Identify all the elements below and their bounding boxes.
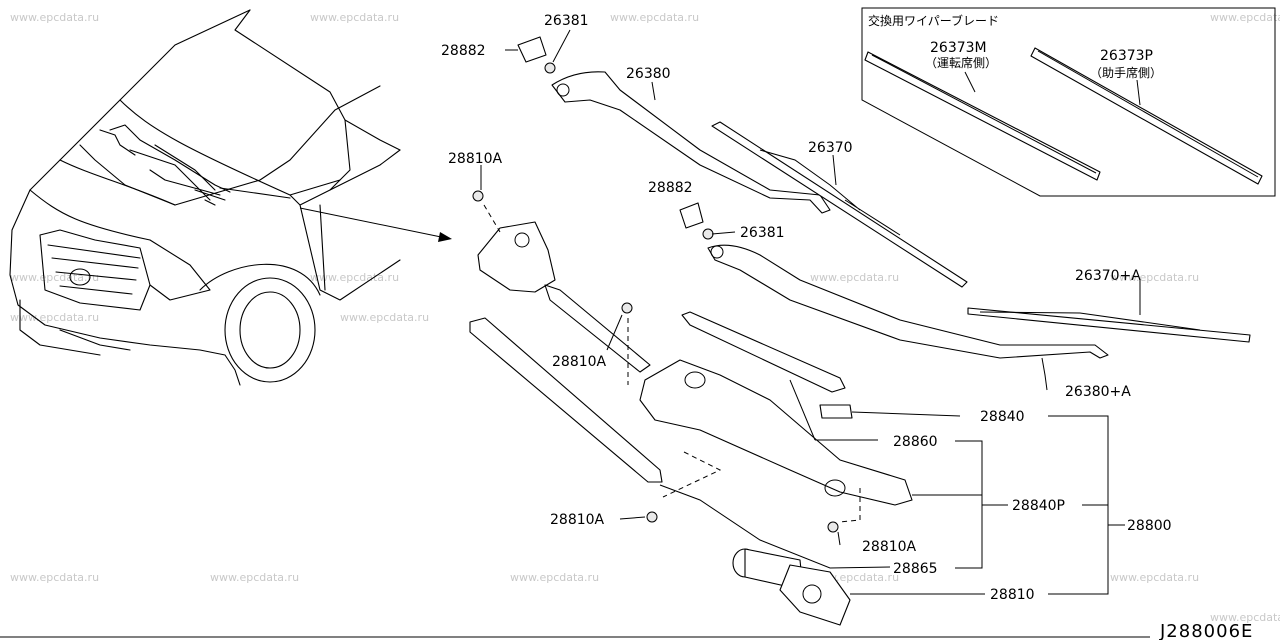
label-28865: 28865 <box>893 561 938 577</box>
label-28810a-top: 28810A <box>448 151 503 167</box>
label-26370a: 26370+A <box>1075 268 1141 284</box>
label-26373m: 26373M <box>930 40 987 56</box>
watermark-layer: www.epcdata.ru www.epcdata.ru www.epcdat… <box>10 11 1280 624</box>
linkage-assembly <box>469 190 913 533</box>
label-26370: 26370 <box>808 140 853 156</box>
wiper-blade-26370a <box>967 307 1251 343</box>
label-28840p: 28840P <box>1012 498 1065 514</box>
label-28860: 28860 <box>893 434 938 450</box>
bolt-28810a-top <box>472 190 484 202</box>
link-rod-lower <box>469 317 663 483</box>
bolt-28810a-left <box>646 511 658 523</box>
footer: J288006E <box>0 621 1253 640</box>
part-labels: 28882 26381 26380 26370 28882 26381 2881… <box>441 13 1172 603</box>
watermark: www.epcdata.ru <box>10 571 99 584</box>
wiper-arm-26380 <box>551 71 831 214</box>
note-driver-side: （運転席側） <box>925 55 997 70</box>
driver-arm-group <box>517 36 968 288</box>
replacement-blade-inset: 交換用ワイパーブレード 26373M （運転席側） 26373P （助手席側） <box>861 7 1276 197</box>
frame-28840p <box>639 359 913 506</box>
watermark: www.epcdata.ru <box>1210 611 1280 624</box>
label-26381-top: 26381 <box>544 13 589 29</box>
watermark: www.epcdata.ru <box>1110 571 1199 584</box>
link-rod-middle <box>681 311 846 393</box>
pointer-arrow <box>299 207 452 242</box>
watermark: www.epcdata.ru <box>610 11 699 24</box>
watermark: www.epcdata.ru <box>510 571 599 584</box>
nut-26381-mid <box>702 228 714 240</box>
label-28800: 28800 <box>1127 518 1172 534</box>
passenger-arm-group <box>679 202 1251 359</box>
watermark: www.epcdata.ru <box>340 311 429 324</box>
label-26380: 26380 <box>626 66 671 82</box>
label-28882-mid: 28882 <box>648 180 693 196</box>
leader-lines <box>480 29 1141 595</box>
pivot-28840 <box>819 404 853 419</box>
bolt-28810a-right <box>827 521 839 533</box>
link-rod-upper <box>544 284 651 373</box>
wiper-motor-28810 <box>732 548 851 626</box>
watermark: www.epcdata.ru <box>10 11 99 24</box>
cap-28882-mid <box>679 202 704 229</box>
nut-26381-top <box>544 62 556 74</box>
label-28810a-mid: 28810A <box>552 354 607 370</box>
label-28882-top: 28882 <box>441 43 486 59</box>
label-26373p: 26373P <box>1100 48 1153 64</box>
watermark: www.epcdata.ru <box>10 271 99 284</box>
inset-title: 交換用ワイパーブレード <box>868 13 999 28</box>
blade-refill-passenger <box>1030 47 1263 185</box>
note-passenger-side: （助手席側） <box>1090 65 1162 80</box>
watermark: www.epcdata.ru <box>810 271 899 284</box>
label-28840: 28840 <box>980 409 1025 425</box>
watermark: www.epcdata.ru <box>1210 11 1280 24</box>
wiper-arm-26380a <box>707 244 1109 359</box>
label-28810a-left: 28810A <box>550 512 605 528</box>
watermark: www.epcdata.ru <box>210 571 299 584</box>
label-28810a-right: 28810A <box>862 539 917 555</box>
pivot-housing-left <box>477 221 556 293</box>
label-26381-mid: 26381 <box>740 225 785 241</box>
label-26380a: 26380+A <box>1065 384 1131 400</box>
blade-refill-driver <box>864 51 1101 181</box>
watermark: www.epcdata.ru <box>10 311 99 324</box>
diagram-code: J288006E <box>1159 621 1253 640</box>
cap-28882-top <box>517 36 547 63</box>
watermark: www.epcdata.ru <box>310 271 399 284</box>
label-28810: 28810 <box>990 587 1035 603</box>
bolt-28810a-mid <box>621 302 633 314</box>
watermark: www.epcdata.ru <box>310 11 399 24</box>
car-illustration <box>9 9 401 386</box>
wiper-blade-26370 <box>711 121 968 288</box>
watermark: www.epcdata.ru <box>1110 271 1199 284</box>
